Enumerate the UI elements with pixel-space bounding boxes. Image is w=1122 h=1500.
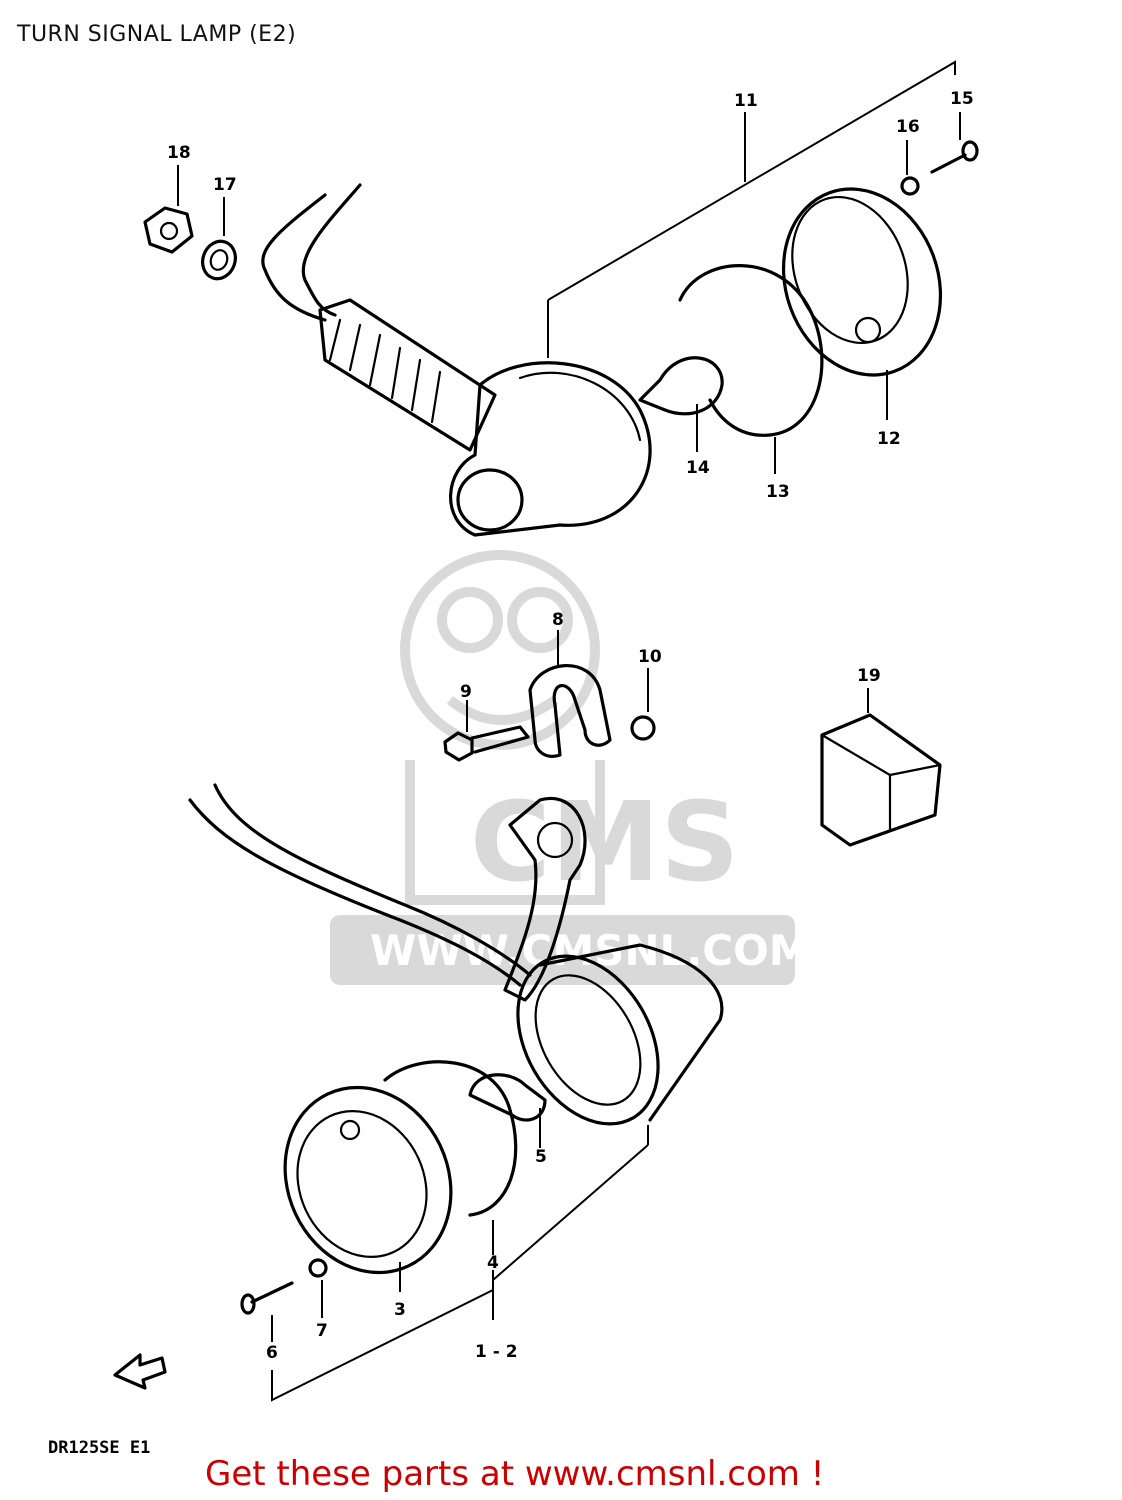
nut-part-16 bbox=[900, 140, 920, 196]
bulb-part-5 bbox=[468, 1073, 547, 1148]
cta-link[interactable]: Get these parts at www.cmsnl.com ! bbox=[205, 1454, 825, 1494]
watermark-logo-text: CMS bbox=[470, 778, 739, 906]
housing-part-11 bbox=[261, 183, 652, 537]
drawing-code: DR125SE E1 bbox=[48, 1438, 151, 1458]
callout-17: 17 bbox=[213, 175, 237, 195]
callout-6: 6 bbox=[266, 1343, 278, 1363]
diagram-title: TURN SIGNAL LAMP (E2) bbox=[17, 22, 297, 47]
gasket-part-4 bbox=[383, 1060, 518, 1255]
callout-7: 7 bbox=[316, 1321, 328, 1341]
bracket-lower bbox=[503, 796, 587, 1002]
washer-part-17 bbox=[201, 197, 237, 281]
callout-labels: 1 - 2 3 4 5 6 7 8 9 10 11 12 13 14 15 16… bbox=[167, 89, 974, 1363]
callout-8: 8 bbox=[552, 610, 564, 630]
callout-14: 14 bbox=[686, 458, 710, 478]
housing-lower bbox=[516, 943, 724, 1145]
callout-15: 15 bbox=[950, 89, 974, 109]
nut-part-10 bbox=[630, 668, 656, 741]
callout-5: 5 bbox=[535, 1147, 547, 1167]
callout-11: 11 bbox=[734, 91, 758, 111]
callout-19: 19 bbox=[857, 666, 881, 686]
watermark-url: WWW.CMSNL.COM bbox=[370, 926, 811, 975]
callout-16: 16 bbox=[896, 117, 920, 137]
relay-part-19 bbox=[820, 688, 942, 847]
washer-part-7 bbox=[308, 1258, 328, 1318]
bolt-part-9 bbox=[443, 700, 530, 762]
front-arrow-icon bbox=[113, 1353, 167, 1390]
callout-10: 10 bbox=[638, 647, 662, 667]
lens-part-12 bbox=[781, 187, 943, 420]
wires-lower bbox=[188, 783, 532, 987]
callout-18: 18 bbox=[167, 143, 191, 163]
screw-part-6 bbox=[240, 1281, 294, 1342]
lens-part-3 bbox=[283, 1085, 453, 1292]
callout-1-2: 1 - 2 bbox=[475, 1342, 518, 1362]
bulb-part-14 bbox=[638, 356, 724, 452]
screw-part-15 bbox=[930, 112, 979, 174]
nut-part-18 bbox=[143, 165, 194, 254]
cms-watermark: CMS WWW.CMSNL.COM bbox=[330, 550, 811, 985]
callout-9: 9 bbox=[460, 682, 472, 702]
clamp-part-8 bbox=[528, 630, 612, 758]
callout-13: 13 bbox=[766, 482, 790, 502]
callout-3: 3 bbox=[394, 1300, 406, 1320]
callout-12: 12 bbox=[877, 429, 901, 449]
callout-4: 4 bbox=[487, 1253, 499, 1273]
